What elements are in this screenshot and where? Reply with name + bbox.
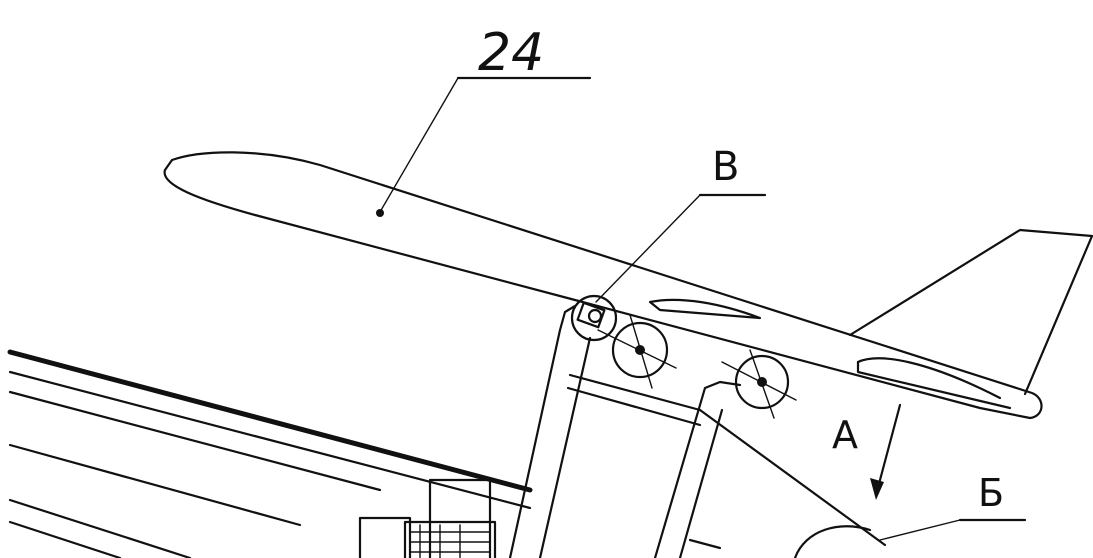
label-view-be: Б: [978, 471, 1004, 515]
fuselage-slot: [648, 298, 762, 320]
label-view-a: А: [832, 413, 858, 457]
cable: [698, 408, 887, 558]
label-part-24: 24: [478, 23, 544, 83]
support-frame: [508, 304, 742, 558]
roller-1: [597, 314, 677, 389]
roller-2: [721, 349, 797, 419]
leader-24: [376, 76, 592, 217]
small-roller: [576, 301, 606, 329]
arrow-view-a: [870, 403, 902, 500]
rails: [7, 349, 722, 558]
tail-fin: [848, 228, 1093, 410]
label-view-b: В: [712, 144, 739, 190]
leader-b: [570, 193, 767, 342]
wing-outline: [163, 151, 1043, 420]
leader-be: [879, 518, 1027, 541]
mechanism-block: [358, 478, 497, 558]
